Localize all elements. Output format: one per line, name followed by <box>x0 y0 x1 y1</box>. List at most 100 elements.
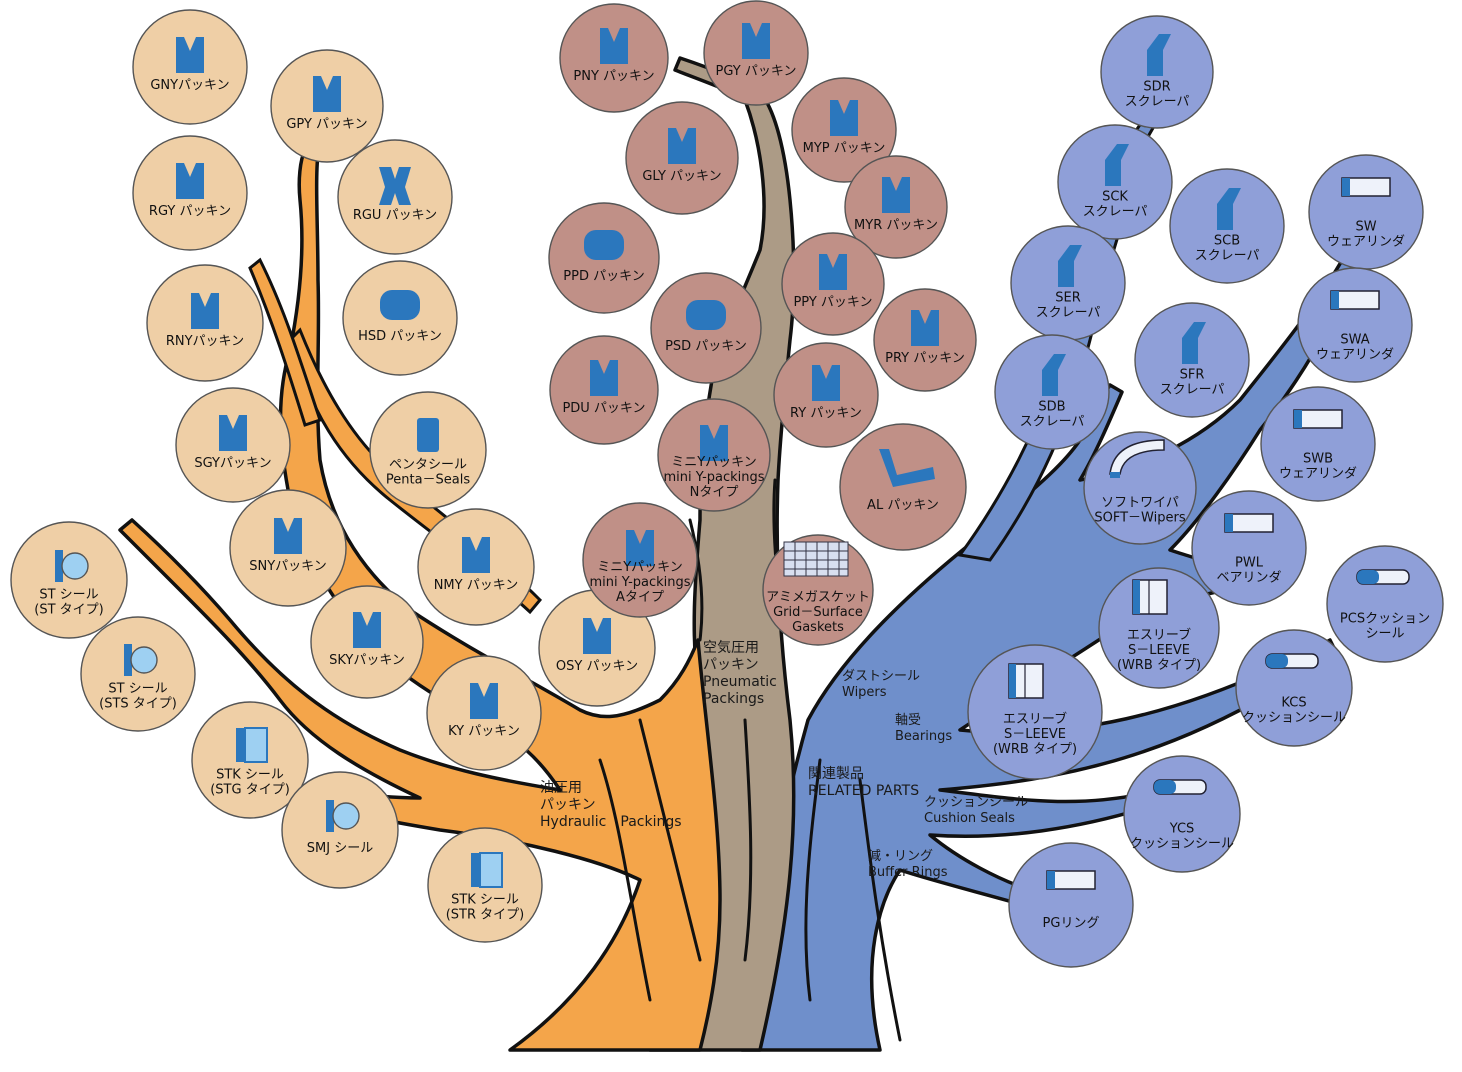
product-node-sgy[interactable]: SGYパッキン <box>175 387 291 503</box>
product-node-ky[interactable]: KY パッキン <box>426 655 542 771</box>
y-seal-icon <box>882 177 910 213</box>
hydraulic-trunk-label: 油圧用 <box>540 780 582 796</box>
cushion-icon <box>1153 779 1207 795</box>
product-circle[interactable] <box>80 616 196 732</box>
product-node-pry[interactable]: PRY パッキン <box>873 288 977 392</box>
product-node-osy[interactable]: OSY パッキン <box>538 589 656 707</box>
product-label: PGリング <box>1043 916 1100 931</box>
product-circle[interactable] <box>1326 545 1444 663</box>
product-node-hsd[interactable]: HSD パッキン <box>342 260 458 376</box>
scraper-icon <box>1147 34 1171 76</box>
product-label: AL パッキン <box>867 498 939 513</box>
product-node-pgy[interactable]: PGY パッキン <box>703 0 809 106</box>
hydraulic-branch-sny <box>248 257 322 427</box>
product-node-myr[interactable]: MYR パッキン <box>844 155 948 259</box>
product-node-psd[interactable]: PSD パッキン <box>650 272 762 384</box>
product-node-pny[interactable]: PNY パッキン <box>559 3 669 113</box>
product-label: Gaskets <box>792 620 844 635</box>
product-node-al[interactable]: AL パッキン <box>839 423 967 551</box>
product-node-sny[interactable]: SNYパッキン <box>229 489 347 607</box>
product-circle[interactable] <box>967 644 1103 780</box>
product-node-ry[interactable]: RY パッキン <box>773 342 879 448</box>
ring-band-icon <box>1293 409 1343 429</box>
product-circle[interactable] <box>1098 567 1220 689</box>
product-node-pg[interactable]: PGリング <box>1008 842 1134 968</box>
y-seal-icon <box>819 254 847 290</box>
product-circle[interactable] <box>337 139 453 255</box>
product-circle[interactable] <box>281 771 399 889</box>
product-node-sky[interactable]: SKYパッキン <box>310 585 424 699</box>
product-label: Nタイプ <box>690 485 739 500</box>
y-seal-icon <box>176 163 204 199</box>
product-node-ppd[interactable]: PPD パッキン <box>548 202 660 314</box>
product-label: SCB <box>1214 234 1240 249</box>
product-label: SDR <box>1143 80 1170 95</box>
product-circle[interactable] <box>1235 629 1353 747</box>
product-circle[interactable] <box>1297 267 1413 383</box>
product-node-nmy[interactable]: NMY パッキン <box>417 508 535 626</box>
product-node-gpy[interactable]: GPY パッキン <box>270 49 384 163</box>
product-circle[interactable] <box>10 521 128 639</box>
ring-seal-icon <box>326 800 360 832</box>
product-label: SNYパッキン <box>249 559 327 574</box>
product-label: mini Y-packings <box>663 470 764 485</box>
product-label: ウェアリンダ <box>1279 467 1357 482</box>
product-node-stg[interactable]: STK シール(STG タイプ) <box>191 701 309 819</box>
product-label: SDB <box>1038 400 1065 415</box>
product-node-rgy[interactable]: RGY パッキン <box>132 135 248 251</box>
product-circle[interactable] <box>1123 755 1241 873</box>
product-label: (WRB タイプ) <box>993 742 1077 757</box>
product-node-pdu[interactable]: PDU パッキン <box>549 335 659 445</box>
product-node-str[interactable]: STK シール(STR タイプ) <box>427 827 543 943</box>
product-node-rgu[interactable]: RGU パッキン <box>337 139 453 255</box>
product-node-ppy[interactable]: PPY パッキン <box>781 232 885 336</box>
product-label: (STR タイプ) <box>446 908 525 923</box>
product-label: PCSクッション <box>1340 612 1430 627</box>
product-circle[interactable] <box>1308 154 1424 270</box>
cushion-icon <box>1265 653 1319 669</box>
product-node-st[interactable]: ST シール(ST タイプ) <box>10 521 128 639</box>
product-label: SFR <box>1180 368 1205 383</box>
product-node-sts[interactable]: ST シール(STS タイプ) <box>80 616 196 732</box>
y-seal-icon <box>830 100 858 136</box>
y-seal-icon <box>911 310 939 346</box>
product-circle[interactable] <box>1008 842 1134 968</box>
product-circle[interactable] <box>1191 490 1307 606</box>
product-circle[interactable] <box>839 423 967 551</box>
product-node-gny[interactable]: GNYパッキン <box>132 9 248 125</box>
product-label: STK シール <box>216 768 284 783</box>
product-node-gly[interactable]: GLY パッキン <box>625 101 739 215</box>
product-circle[interactable] <box>1260 386 1376 502</box>
product-label: GNYパッキン <box>150 78 229 93</box>
product-node-myp[interactable]: MYP パッキン <box>791 77 897 183</box>
sleeve-icon <box>1008 663 1044 699</box>
ring-seal-icon <box>55 550 89 582</box>
wipers-branch-label: Wipers <box>842 685 887 700</box>
product-node-rny[interactable]: RNYパッキン <box>146 264 264 382</box>
product-label: クッションシール <box>1130 837 1234 852</box>
product-node-smj[interactable]: SMJ シール <box>281 771 399 889</box>
product-circle[interactable] <box>1083 431 1197 545</box>
bar-seal-icon <box>686 300 726 330</box>
